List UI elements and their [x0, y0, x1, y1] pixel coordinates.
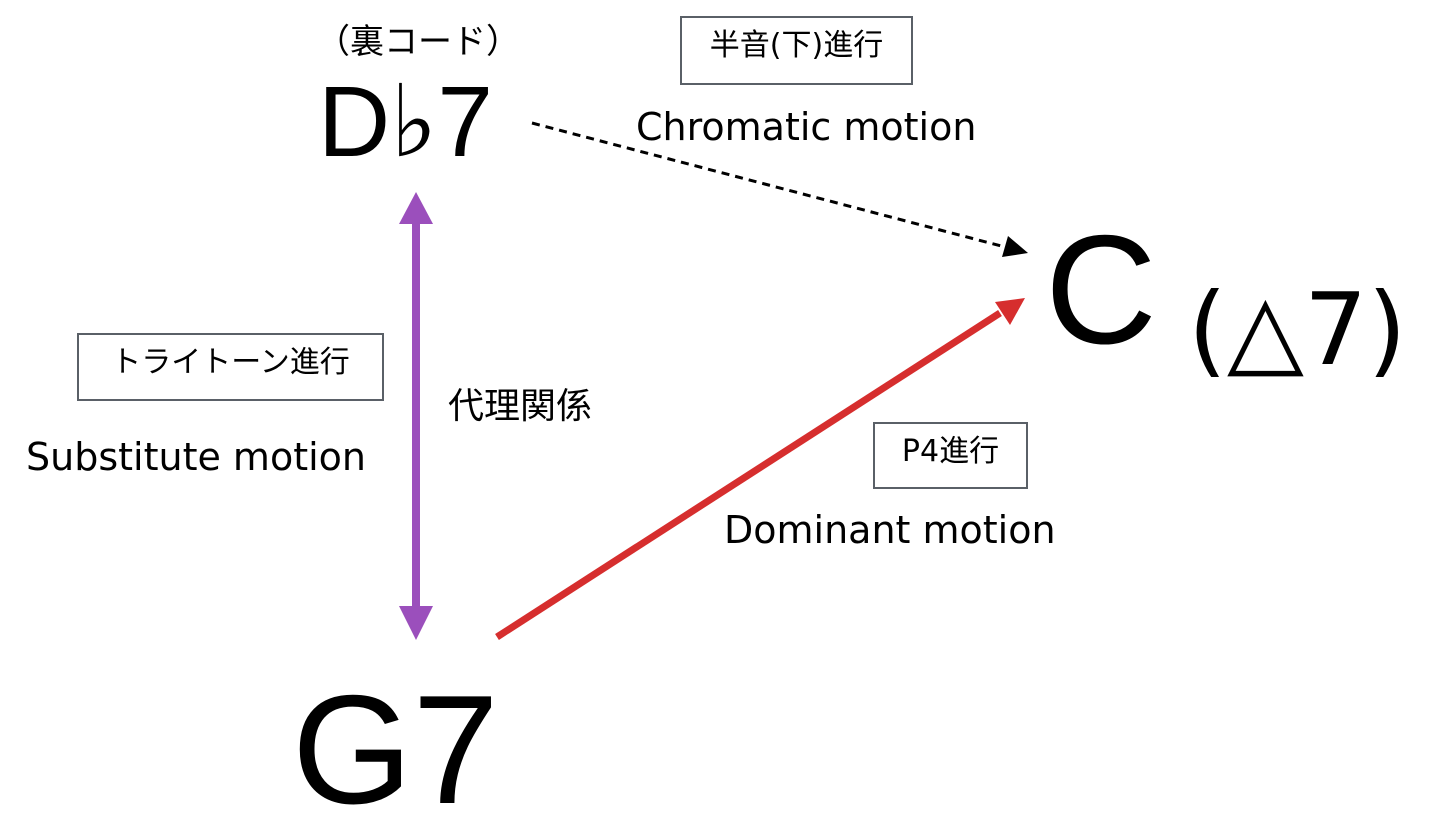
substitute-desc: Substitute motion — [26, 435, 366, 479]
chromatic-box-label: 半音(下)進行 — [680, 16, 913, 85]
chord-db7: D♭7 — [318, 66, 493, 178]
chord-c-extension: (△7) — [1188, 271, 1407, 388]
p4-box-label: P4進行 — [873, 422, 1028, 489]
db7-note: （裏コード） — [316, 22, 520, 62]
dominant-arrow — [495, 298, 1025, 640]
chromatic-desc: Chromatic motion — [636, 105, 977, 149]
chord-g7: G7 — [292, 663, 499, 836]
dominant-desc: Dominant motion — [724, 508, 1056, 552]
tritone-box-label: トライトーン進行 — [77, 333, 384, 401]
chromatic-arrow — [531, 121, 1028, 257]
substitute-arrow — [399, 192, 433, 640]
chord-c: C — [1045, 203, 1157, 376]
relation-label: 代理関係 — [448, 386, 593, 427]
